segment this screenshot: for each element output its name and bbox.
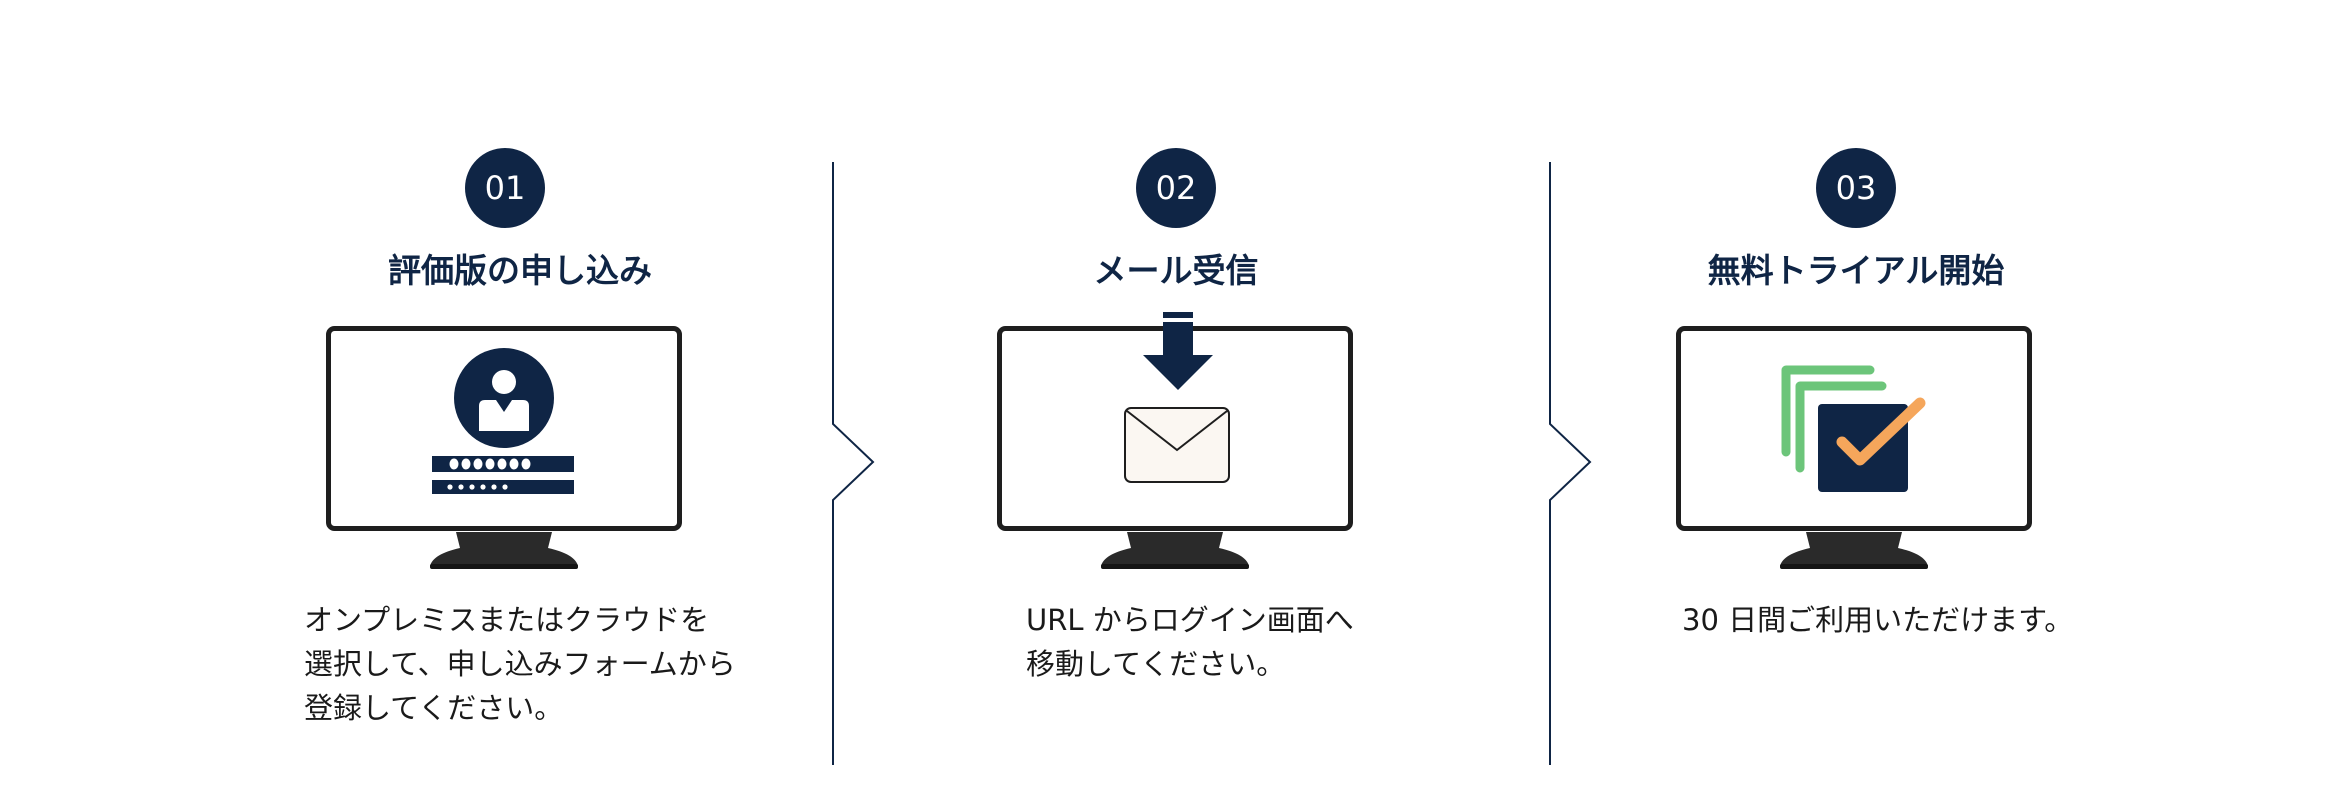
- step-1: 01 評価版の申し込み: [290, 0, 760, 800]
- trial-checklist-icon: [1781, 365, 1926, 492]
- monitor-icon: [997, 312, 1353, 569]
- step-2: 02 メール受信 URL からログイン画面へ 移動してください。: [970, 0, 1410, 800]
- step-number-badge: 03: [1816, 148, 1896, 228]
- desc-line: 選択して、申し込みフォームから: [304, 647, 736, 681]
- step-description: URL からログイン画面へ 移動してください。: [1026, 598, 1354, 686]
- divider-2: [1549, 162, 1592, 765]
- desc-line: オンプレミスまたはクラウドを: [304, 603, 710, 637]
- step-title: 無料トライアル開始: [1707, 251, 2005, 290]
- monitor-icon: [1676, 326, 2032, 569]
- user-login-icon: [432, 348, 574, 494]
- desc-line: URL からログイン画面へ: [1026, 603, 1354, 637]
- step-number-badge: 02: [1136, 148, 1216, 228]
- step-description: 30 日間ご利用いただけます。: [1682, 598, 2073, 642]
- desc-line: 30 日間ご利用いただけます。: [1682, 603, 2074, 637]
- step-3: 03 無料トライアル開始 30 日間ご利用いただけます。: [1670, 0, 2110, 800]
- step-description: オンプレミスまたはクラウドを 選択して、申し込みフォームから 登録してください。: [304, 598, 736, 730]
- step-number-badge: 01: [465, 148, 545, 228]
- mail-receive-icon: [1124, 312, 1230, 483]
- step-title: 評価版の申し込み: [388, 251, 652, 290]
- step-title: メール受信: [1093, 251, 1259, 290]
- desc-line: 登録してください。: [304, 691, 564, 725]
- monitor-icon: [326, 326, 682, 569]
- desc-line: 移動してください。: [1026, 647, 1286, 681]
- divider-1: [832, 162, 875, 765]
